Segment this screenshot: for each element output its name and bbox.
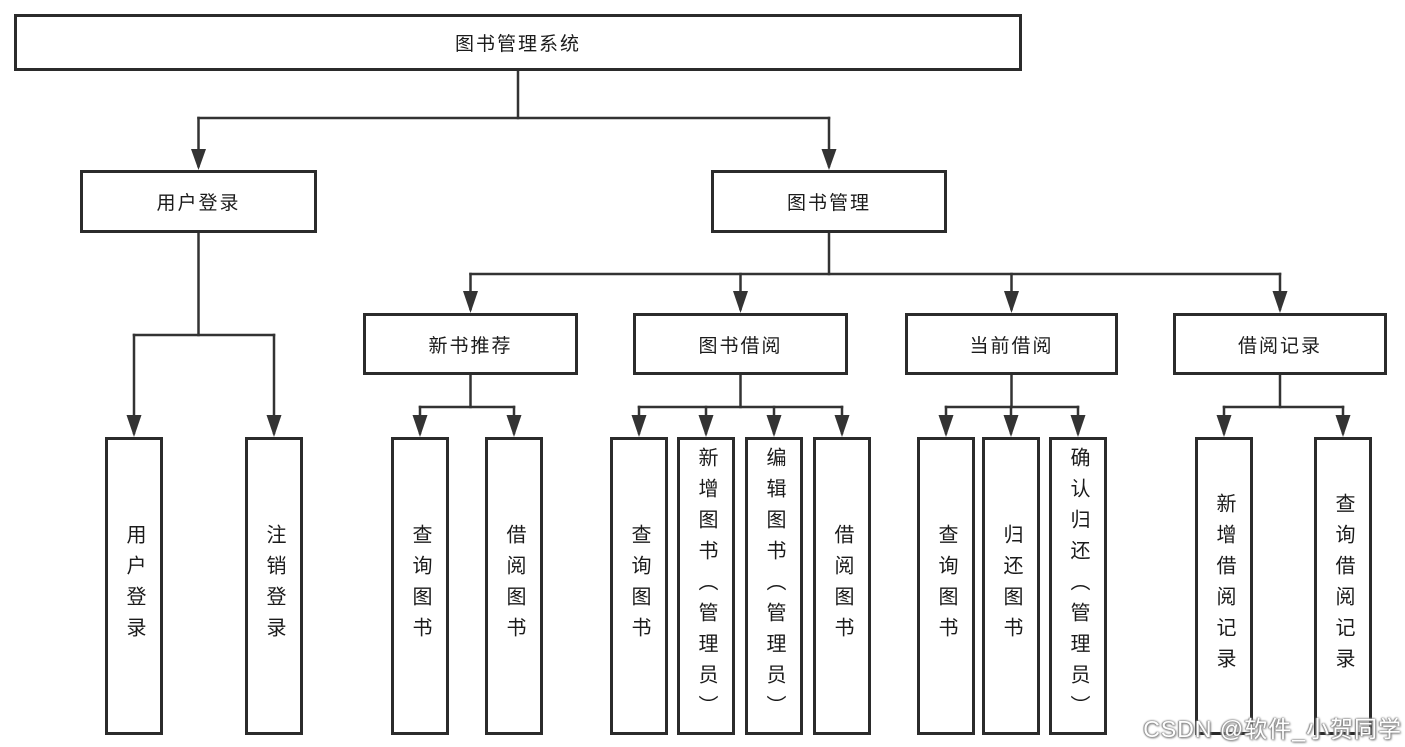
- leaf-current-query-books: 查询图书: [917, 437, 975, 735]
- leaf-current-confirm-return: 确认归还（管理员）: [1049, 437, 1107, 735]
- node-user-login: 用户登录: [80, 170, 317, 233]
- leaf-borrow-borrow-books: 借阅图书: [813, 437, 871, 735]
- node-borrow-records-label: 借阅记录: [1237, 335, 1322, 357]
- leaf-recommend-query-books-label: 查询图书: [409, 524, 431, 648]
- leaf-recommend-borrow-books-label: 借阅图书: [503, 524, 525, 648]
- leaf-logout-label: 注销登录: [263, 524, 285, 648]
- node-root-label: 图书管理系统: [454, 34, 581, 55]
- leaf-borrow-edit-books: 编辑图书（管理员）: [745, 437, 803, 735]
- leaf-current-confirm-return-label: 确认归还（管理员）: [1067, 446, 1089, 726]
- leaf-user-login: 用户登录: [105, 437, 163, 735]
- leaf-borrow-edit-books-label: 编辑图书（管理员）: [763, 446, 785, 726]
- arrowheads: [126, 149, 1351, 437]
- node-root: 图书管理系统: [14, 14, 1022, 71]
- leaf-recommend-borrow-books: 借阅图书: [485, 437, 543, 735]
- node-user-login-label: 用户登录: [156, 193, 241, 214]
- node-book-management: 图书管理: [711, 170, 947, 233]
- node-borrow-records: 借阅记录: [1173, 313, 1387, 375]
- leaf-records-add-record: 新增借阅记录: [1195, 437, 1253, 735]
- leaf-borrow-query-books-label: 查询图书: [628, 524, 650, 648]
- leaf-records-query-record-label: 查询借阅记录: [1332, 493, 1354, 679]
- leaf-current-return-books: 归还图书: [982, 437, 1040, 735]
- leaf-current-return-books-label: 归还图书: [1000, 524, 1022, 648]
- leaf-current-query-books-label: 查询图书: [935, 524, 957, 648]
- leaf-logout: 注销登录: [245, 437, 303, 735]
- leaf-user-login-label: 用户登录: [123, 524, 145, 648]
- node-new-book-recommend-label: 新书推荐: [428, 335, 513, 357]
- leaf-records-add-record-label: 新增借阅记录: [1213, 493, 1235, 679]
- node-new-book-recommend: 新书推荐: [363, 313, 578, 375]
- watermark-text: CSDN @软件_小贺同学: [1143, 716, 1402, 742]
- node-current-borrow: 当前借阅: [905, 313, 1118, 375]
- leaf-borrow-query-books: 查询图书: [610, 437, 668, 735]
- node-book-management-label: 图书管理: [786, 193, 871, 214]
- leaf-borrow-borrow-books-label: 借阅图书: [831, 524, 853, 648]
- leaf-borrow-add-books-label: 新增图书（管理员）: [695, 446, 717, 726]
- node-current-borrow-label: 当前借阅: [969, 335, 1054, 357]
- leaf-borrow-add-books: 新增图书（管理员）: [677, 437, 735, 735]
- leaf-records-query-record: 查询借阅记录: [1314, 437, 1372, 735]
- node-book-borrow: 图书借阅: [633, 313, 848, 375]
- leaf-recommend-query-books: 查询图书: [391, 437, 449, 735]
- node-book-borrow-label: 图书借阅: [698, 335, 783, 357]
